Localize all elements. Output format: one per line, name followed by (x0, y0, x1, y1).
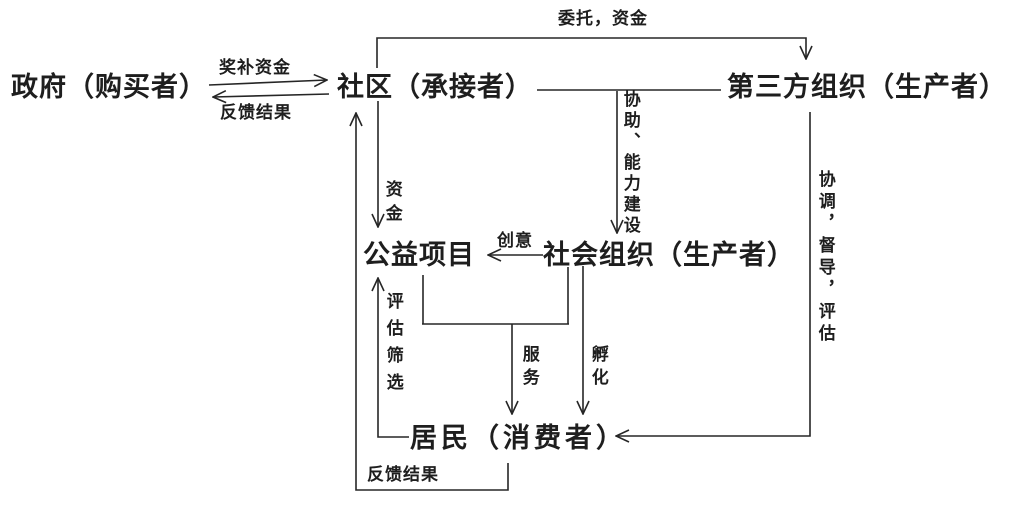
edge-feedback-bottom-route (356, 113, 509, 491)
edge-reward-funds-arrow (208, 80, 327, 85)
edge-evaluation-arrow (378, 278, 409, 438)
edge-coordinate-route (616, 112, 811, 436)
edge-label-commission-funds: 委托，资金 (558, 9, 648, 28)
edge-label-creative: 创意 (497, 231, 533, 250)
edge-label-evaluation-screening: 评估筛选 (383, 292, 403, 400)
edge-feedback-top-arrow (213, 94, 330, 97)
edge-label-assist-capacity: 协助、能力建设 (620, 90, 640, 237)
node-third-party: 第三方组织（生产者） (727, 72, 1007, 102)
edge-commission-route (376, 37, 806, 68)
node-welfare-project: 公益项目 (363, 240, 475, 270)
node-social-org: 社会组织（生产者） (543, 240, 795, 270)
edge-label-incubation: 孵化 (588, 345, 608, 391)
node-residents: 居民（消费者） (410, 423, 627, 453)
edge-label-coordinate-supervise-evaluate: 协调，督导，评估 (815, 170, 835, 346)
edge-label-feedback-bottom: 反馈结果 (367, 465, 439, 484)
node-government: 政府（购买者） (11, 72, 207, 102)
edge-label-service: 服务 (519, 345, 539, 391)
edge-label-funds: 资金 (382, 180, 402, 228)
edge-label-feedback-top: 反馈结果 (220, 103, 292, 122)
edge-label-reward-funds: 奖补资金 (219, 58, 291, 77)
node-community: 社区（承接者） (337, 72, 533, 102)
